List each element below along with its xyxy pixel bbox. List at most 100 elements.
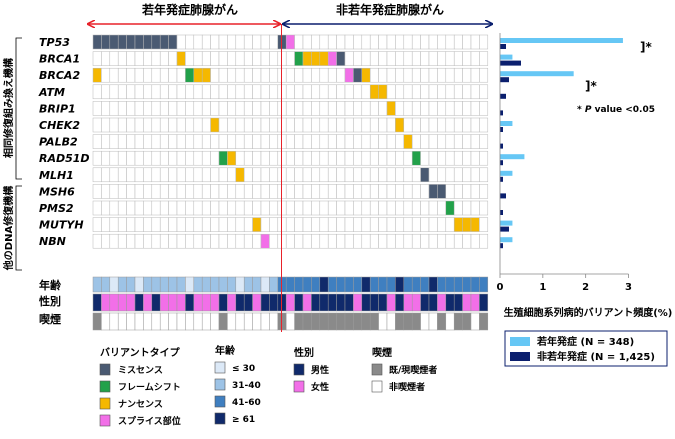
empty-cell (311, 134, 321, 149)
empty-cell (403, 67, 413, 83)
empty-cell (378, 67, 388, 83)
empty-cell (92, 150, 102, 166)
sex-cell (176, 293, 186, 312)
age-cell (353, 276, 363, 293)
empty-cell (386, 134, 396, 149)
smoking-cell (302, 312, 312, 331)
sex-cell (369, 293, 379, 312)
empty-cell (151, 233, 161, 249)
empty-cell (176, 150, 186, 166)
empty-cell (168, 217, 178, 232)
sex-legend: 性別 男性 女性 (293, 346, 329, 393)
mutation-cell-atm-nonsense (378, 84, 388, 100)
gene-labels: TP53BRCA1BRCA2ATMBRIP1CHEK2PALB2RAD51DML… (38, 36, 90, 248)
empty-cell (453, 117, 463, 133)
empty-cell (185, 34, 195, 50)
sex-cell (168, 293, 178, 312)
smoking-cell (327, 312, 337, 331)
empty-cell (101, 51, 111, 66)
empty-cell (453, 184, 463, 199)
empty-cell (453, 34, 463, 50)
empty-cell (311, 67, 321, 83)
empty-cell (327, 101, 337, 116)
empty-cell (386, 34, 396, 50)
empty-cell (403, 101, 413, 116)
empty-cell (285, 134, 295, 149)
smoking-cell (311, 312, 321, 331)
sex-cell (159, 293, 169, 312)
empty-cell (302, 233, 312, 249)
empty-cell (445, 233, 455, 249)
empty-cell (344, 200, 354, 216)
young-group-label: 若年発症肺腺がん (141, 2, 238, 17)
nonyoung-swatch (510, 352, 530, 361)
empty-cell (193, 200, 203, 216)
age-cell (117, 276, 127, 293)
empty-cell (227, 167, 237, 183)
empty-cell (311, 200, 321, 216)
mutation-cell-brca2-nonsense (193, 67, 203, 83)
empty-cell (462, 233, 472, 249)
empty-cell (361, 51, 371, 66)
empty-cell (302, 101, 312, 116)
empty-cell (479, 67, 489, 83)
empty-cell (260, 67, 270, 83)
age-cell (101, 276, 111, 293)
sex-cell (344, 293, 354, 312)
empty-cell (243, 150, 253, 166)
empty-cell (285, 217, 295, 232)
empty-cell (302, 217, 312, 232)
empty-cell (252, 51, 262, 66)
empty-cell (101, 200, 111, 216)
empty-cell (92, 84, 102, 100)
empty-cell (462, 167, 472, 183)
empty-cell (386, 167, 396, 183)
x-tick-label-2: 2 (582, 282, 589, 293)
empty-cell (302, 34, 312, 50)
empty-cell (227, 34, 237, 50)
empty-cell (285, 117, 295, 133)
age-cell (260, 276, 270, 293)
smoking-cell (193, 312, 203, 331)
empty-cell (243, 67, 253, 83)
empty-cell (336, 150, 346, 166)
sex-cell (227, 293, 237, 312)
empty-cell (92, 101, 102, 116)
empty-cell (109, 233, 119, 249)
mutation-cell-tp53-missense (134, 34, 144, 50)
empty-cell (403, 117, 413, 133)
empty-cell (227, 217, 237, 232)
nonyoung-group-label: 非若年発症肺腺がん (336, 2, 444, 17)
smoking-cell (386, 312, 396, 331)
empty-cell (369, 117, 379, 133)
empty-cell (285, 233, 295, 249)
age-cell (168, 276, 178, 293)
empty-cell (243, 101, 253, 116)
empty-cell (252, 233, 262, 249)
age-cell (411, 276, 421, 293)
empty-cell (403, 233, 413, 249)
empty-cell (479, 184, 489, 199)
empty-cell (428, 67, 438, 83)
age-cell (193, 276, 203, 293)
mutation-cell-mutyh-nonsense (462, 217, 472, 232)
smoking-cell (227, 312, 237, 331)
empty-cell (101, 117, 111, 133)
empty-cell (479, 51, 489, 66)
empty-cell (243, 117, 253, 133)
mutation-cell-nbn-splice (260, 233, 270, 249)
young-bar-mutyh (500, 220, 513, 226)
mutation-cell-brca1-nonsense (302, 51, 312, 66)
empty-cell (420, 67, 430, 83)
nonyoung-bar-brca1 (500, 60, 521, 66)
empty-cell (344, 51, 354, 66)
empty-cell (185, 150, 195, 166)
empty-cell (252, 200, 262, 216)
empty-cell (369, 67, 379, 83)
age-ge61-swatch (214, 412, 226, 425)
smoking-cell (143, 312, 153, 331)
smoking-cell (353, 312, 363, 331)
x-tick-label-0: 0 (497, 282, 504, 293)
pathway-groups: 相同修復組み換え機構 他のDNA修復機構 (2, 37, 22, 271)
empty-cell (126, 84, 136, 100)
